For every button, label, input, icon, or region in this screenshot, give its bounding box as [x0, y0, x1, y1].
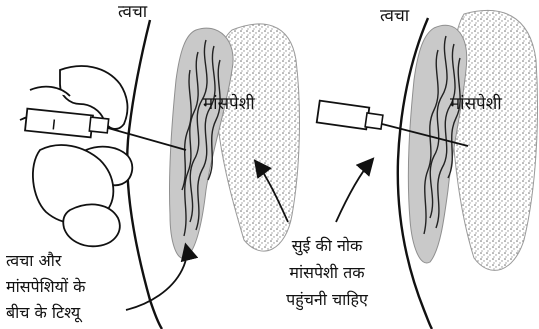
label-tissue-line-2: मांसपेशियों के [6, 274, 156, 300]
label-tissue-between: त्वचा और मांसपेशियों के बीच के टिश्यू [6, 248, 156, 326]
label-muscle-left: मांसपेशी [203, 96, 255, 113]
pinching-hand [20, 66, 132, 246]
label-needle-tip: सुई की नोक मांसपेशी तक पहुंचनी चाहिए [258, 232, 396, 313]
label-tissue-line-3: बीच के टिश्यू [6, 300, 156, 326]
label-needle-line-1: सुई की नोक [258, 232, 396, 259]
label-muscle-right: मांसपेशी [450, 96, 502, 113]
label-needle-line-3: पहुंचनी चाहिए [258, 286, 396, 313]
arrow-to-right-needle [336, 160, 372, 222]
label-needle-line-2: मांसपेशी तक [258, 259, 396, 286]
label-tissue-line-1: त्वचा और [6, 248, 156, 274]
label-skin-right: त्वचा [380, 8, 409, 25]
label-skin-left: त्वचा [118, 4, 147, 21]
